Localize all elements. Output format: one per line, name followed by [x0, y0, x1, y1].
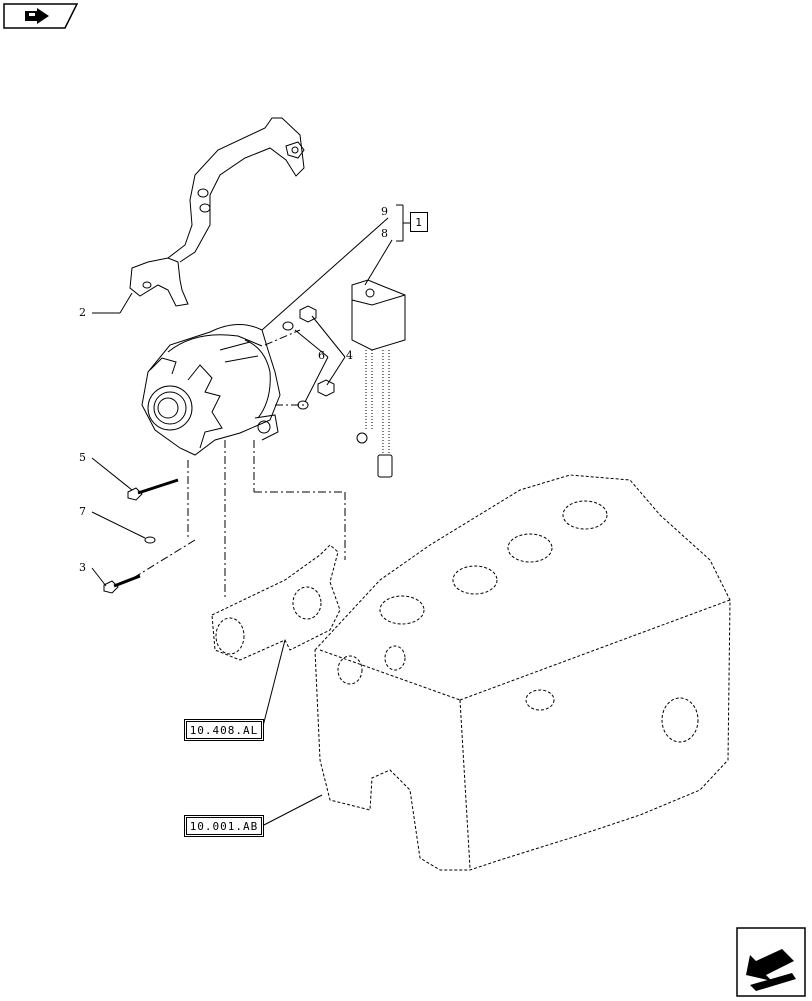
assembly-lines: [129, 329, 346, 600]
kit-reference-box[interactable]: 1: [410, 212, 428, 232]
previous-page-button[interactable]: [3, 3, 79, 29]
callout-7: 7: [79, 505, 86, 518]
engine-block: [314, 474, 731, 871]
hand-pointer-icon: [3, 3, 79, 29]
mounting-bracket: [129, 117, 305, 307]
bolts-group: [103, 478, 179, 594]
callout-8: 8: [381, 227, 388, 240]
callout-9: 9: [381, 205, 388, 218]
voltage-regulator-harness: [351, 279, 406, 478]
water-pump-housing: [211, 544, 341, 661]
callout-4: 4: [346, 349, 353, 362]
arrow-next-icon: [736, 927, 806, 997]
ref-water-pump[interactable]: 10.408.AL: [186, 721, 262, 739]
fasteners-group: [282, 305, 335, 410]
leader-lines: [91, 204, 410, 827]
next-page-button[interactable]: [736, 927, 806, 997]
callout-3: 3: [79, 561, 86, 574]
callout-2: 2: [79, 306, 86, 319]
ref-engine-block[interactable]: 10.001.AB: [186, 817, 262, 835]
callout-6: 6: [318, 349, 325, 362]
alternator: [141, 324, 281, 456]
callout-5: 5: [79, 451, 86, 464]
